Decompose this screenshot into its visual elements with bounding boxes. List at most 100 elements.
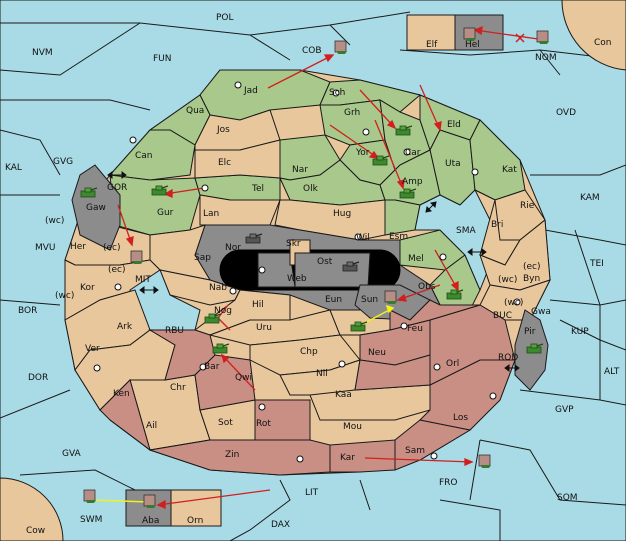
label-ark: Ark — [117, 322, 133, 332]
label-ovd: OVD — [556, 108, 576, 118]
label-sam: Sam — [405, 446, 425, 456]
label-dax: DAX — [271, 520, 290, 530]
label-uru: Uru — [256, 323, 272, 333]
label-sot: Sot — [218, 418, 233, 428]
label-olk: Olk — [303, 184, 319, 194]
label-wc-byn: (wc) — [498, 275, 517, 285]
order-arrows — [117, 25, 546, 509]
fleet-unit-swm[interactable] — [83, 489, 97, 504]
label-pol: POL — [216, 13, 234, 23]
territory-orn[interactable] — [170, 489, 222, 527]
territory-feu[interactable] — [389, 299, 481, 331]
label-nor: Nor — [225, 243, 241, 253]
label-gor: GOR — [107, 183, 127, 193]
label-kor: Kor — [80, 283, 95, 293]
cut-support-x — [515, 33, 525, 43]
label-ec-her: (ec) — [103, 243, 121, 253]
label-orl: Orl — [446, 359, 459, 369]
label-gvp: GVP — [555, 405, 574, 415]
label-ver: Ver — [85, 344, 100, 354]
label-bor: BOR — [18, 306, 37, 316]
label-ec-kor: (ec) — [108, 265, 126, 275]
territory-cow[interactable] — [0, 477, 64, 541]
label-feu: Feu — [407, 324, 423, 334]
label-mvu: MVU — [35, 243, 56, 253]
label-cob: COB — [302, 46, 322, 56]
label-chr: Chr — [170, 383, 186, 393]
territory-gaw[interactable] — [71, 164, 121, 251]
label-rot: Rot — [256, 419, 271, 429]
label-uta: Uta — [445, 159, 461, 169]
label-wc-gwa: (wc) — [504, 298, 523, 308]
label-gaw: Gaw — [86, 203, 106, 213]
label-qua: Qua — [186, 106, 204, 116]
label-mel: Mel — [408, 254, 424, 264]
label-qwi: Qwi — [235, 373, 252, 383]
territory-gur[interactable] — [109, 174, 201, 236]
label-elf: Elf — [426, 40, 438, 50]
label-kaa: Kaa — [335, 390, 352, 400]
fleet-unit-aba[interactable] — [143, 494, 157, 509]
territory-lan[interactable] — [199, 194, 281, 226]
label-sun: Sun — [361, 295, 378, 305]
label-kal: KAL — [5, 163, 22, 173]
label-nar: Nar — [292, 165, 308, 175]
label-dor: DOR — [28, 373, 48, 383]
label-ken: Ken — [113, 389, 130, 399]
label-mou: Mou — [343, 422, 362, 432]
label-gva: GVA — [62, 449, 82, 459]
label-grh: Grh — [344, 108, 360, 118]
label-obs: Obs — [418, 282, 436, 292]
label-aba: Aba — [142, 516, 159, 526]
territory-bar[interactable] — [194, 354, 256, 411]
label-gur: Gur — [157, 208, 174, 218]
label-eun: Eun — [325, 295, 342, 305]
label-bar: Bar — [204, 362, 220, 372]
label-hel: Hel — [465, 40, 480, 50]
label-bri: Bri — [491, 220, 503, 230]
label-nom: NOM — [535, 53, 557, 63]
label-elc: Elc — [218, 158, 231, 168]
territory-kar[interactable] — [329, 439, 396, 473]
label-sap: Sap — [194, 253, 211, 263]
territory-con[interactable] — [561, 0, 626, 71]
label-tei: TEI — [589, 259, 604, 269]
label-byn: Byn — [523, 274, 540, 284]
fleet-unit-mit[interactable] — [130, 250, 144, 265]
label-kar: Kar — [340, 453, 355, 463]
label-wc-her: (wc) — [45, 216, 64, 226]
label-zin: Zin — [225, 450, 239, 460]
label-mit: MIT — [135, 275, 151, 285]
passage-arrows — [107, 171, 520, 372]
territory-elf[interactable] — [406, 14, 456, 51]
label-ec-byn: (ec) — [523, 262, 541, 272]
label-nvm: NVM — [32, 48, 53, 58]
label-kam: KAM — [580, 193, 600, 203]
fleet-unit-fro[interactable] — [478, 454, 492, 469]
label-car: Car — [405, 148, 421, 158]
label-sch: Sch — [329, 88, 345, 98]
label-swm: SWM — [80, 515, 102, 525]
label-kup: KUP — [571, 327, 589, 337]
map-labels: POL NVM FUN COB Con Elf Hel NOM OVD KAL … — [5, 13, 620, 536]
fleet-unit-nom[interactable] — [536, 30, 550, 45]
label-jad: Jad — [243, 86, 258, 96]
territory-elc[interactable] — [194, 139, 281, 179]
label-wil: Wil — [356, 233, 370, 243]
territory-sam[interactable] — [394, 419, 472, 471]
territory-kaa[interactable] — [354, 354, 431, 391]
fleet-unit-sun[interactable] — [384, 290, 398, 305]
label-fun: FUN — [153, 54, 172, 64]
label-fro: FRO — [439, 478, 458, 488]
label-skr: Skr — [286, 239, 301, 249]
label-nab: Nab — [209, 283, 227, 293]
label-rbu: RBU — [165, 326, 184, 336]
fleet-unit-cob[interactable] — [334, 40, 348, 55]
label-tel: Tel — [251, 184, 264, 194]
label-cow: Cow — [26, 526, 45, 536]
label-neu: Neu — [368, 348, 386, 358]
label-lan: Lan — [203, 209, 219, 219]
label-con: Con — [594, 38, 612, 48]
